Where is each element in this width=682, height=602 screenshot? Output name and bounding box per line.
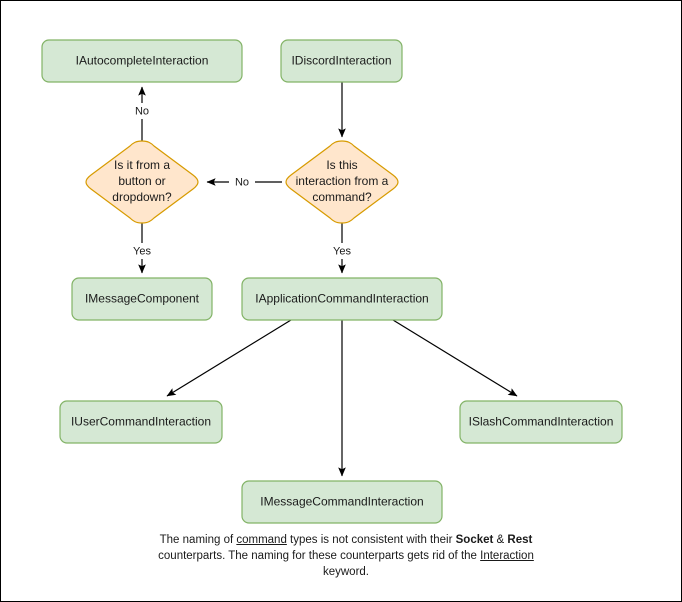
node-message-command-interaction[interactable]: IMessageCommandInteraction <box>241 480 443 524</box>
edge-button-decision-to-autocomplete: No <box>129 86 155 141</box>
edge-command-decision-to-app-command: Yes <box>329 223 357 274</box>
caption-text-1b: types is not consistent with their <box>286 534 453 546</box>
edge-label-yes-left: Yes <box>133 245 151 257</box>
node-slash-command-interaction[interactable]: ISlashCommandInteraction <box>459 400 623 444</box>
caption-bold-socket: Socket <box>455 534 494 546</box>
edge-label-yes-right: Yes <box>333 245 351 257</box>
node-autocomplete-interaction[interactable]: IAutocompleteInteraction <box>41 39 243 83</box>
edge-label-no-left: No <box>235 176 249 188</box>
caption-bold-rest: Rest <box>507 534 533 546</box>
node-application-command-interaction[interactable]: IApplicationCommandInteraction <box>241 277 443 321</box>
caption-text-3a: counterparts gets rid of the <box>340 550 481 562</box>
node-discord-interaction[interactable]: IDiscordInteraction <box>280 39 403 83</box>
edge-button-decision-to-message-component: Yes <box>129 223 157 274</box>
diagram-caption: The naming of command types is not consi… <box>151 532 541 580</box>
caption-text-2: counterparts. The naming for these <box>158 550 337 562</box>
edge-app-command-to-user-command <box>166 319 292 397</box>
caption-text-3b: keyword. <box>322 566 370 578</box>
caption-underline-command: command <box>236 534 287 546</box>
node-message-component[interactable]: IMessageComponent <box>71 277 213 321</box>
edge-command-decision-to-button-decision: No <box>206 174 282 190</box>
node-decision-is-command[interactable]: Is this interaction from a command? <box>285 140 399 224</box>
caption-underline-interaction: Interaction <box>480 550 534 562</box>
node-decision-is-button-or-dropdown[interactable]: Is it from a button or dropdown? <box>85 140 199 224</box>
edge-label-no-up: No <box>135 105 149 117</box>
caption-text-1a: The naming of <box>159 534 237 546</box>
node-user-command-interaction[interactable]: IUserCommandInteraction <box>59 400 223 444</box>
edge-app-command-to-slash-command <box>392 319 518 397</box>
caption-amp: & <box>493 534 508 546</box>
caption-line-1: The naming of command types is not consi… <box>160 534 453 546</box>
caption-line-2: Socket & Rest counterparts. The naming f… <box>158 534 532 562</box>
caption-line-3: counterparts gets rid of the Interaction… <box>323 550 534 578</box>
